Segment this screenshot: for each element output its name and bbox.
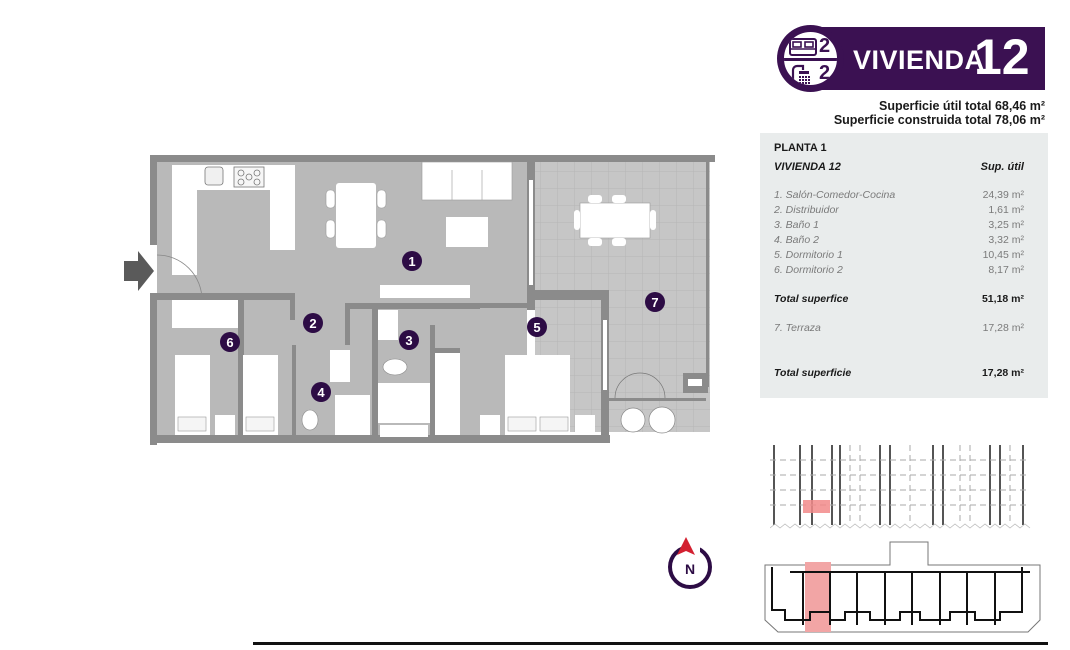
column-header: Sup. útil [980, 161, 1024, 173]
room-value: 3,25 m² [988, 219, 1024, 231]
room-value: 10,45 m² [982, 249, 1024, 261]
total-label: Total superficie [774, 367, 852, 379]
unit-badge: 2 2 VIVIENDA 12 [777, 25, 1045, 92]
subtotal-label: Total superfice [774, 293, 849, 305]
sofa [421, 161, 513, 201]
room-label: 6. Dormitorio 2 [774, 264, 843, 276]
badge-bar [807, 27, 1045, 90]
built-surface-total: Superficie construida total 78,06 m² [833, 113, 1045, 127]
subtotal-row: Total superfice 51,18 m² [774, 293, 1024, 305]
bed-icon [789, 38, 817, 56]
bathroom-count: 2 [819, 62, 831, 84]
useful-surface-total: Superficie útil total 68,46 m² [878, 99, 1045, 113]
room-label: 3. Baño 1 [774, 219, 819, 231]
key-plan [764, 541, 1041, 633]
room-marker-7: 7 [651, 295, 658, 310]
terrace-value: 17,28 m² [982, 322, 1024, 334]
unit-label: VIVIENDA 12 [774, 161, 841, 173]
surface-table: PLANTA 1 VIVIENDA 12 Sup. útil 1. Salón-… [760, 133, 1048, 398]
table-row: 5. Dormitorio 1 10,45 m² [774, 249, 1024, 261]
room-marker-6: 6 [226, 335, 233, 350]
unit-title: VIVIENDA [853, 45, 985, 75]
room-value: 24,39 m² [982, 189, 1024, 201]
table-row: 6. Dormitorio 2 8,17 m² [774, 264, 1024, 276]
subtotal-value: 51,18 m² [981, 293, 1024, 305]
entry-arrow-icon [124, 251, 154, 291]
table-row: 3. Baño 1 3,25 m² [774, 219, 1024, 231]
room-label: 2. Distribuidor [774, 204, 839, 216]
room-marker-5: 5 [533, 320, 540, 335]
svg-text:N: N [685, 561, 695, 577]
room-label: 4. Baño 2 [774, 234, 819, 246]
cooktop-icon [233, 166, 265, 188]
table-row: 2. Distribuidor 1,61 m² [774, 204, 1024, 216]
table-row: 1. Salón-Comedor-Cocina 24,39 m² [774, 189, 1024, 201]
room-label: 5. Dormitorio 1 [774, 249, 843, 261]
building-elevation [770, 445, 1031, 529]
unit-highlight [803, 500, 830, 513]
table-row: 4. Baño 2 3,32 m² [774, 234, 1024, 246]
room-marker-4: 4 [317, 385, 325, 400]
bedroom-count: 2 [819, 35, 831, 57]
coffee-table [446, 217, 488, 247]
room-value: 3,32 m² [988, 234, 1024, 246]
total-value: 17,28 m² [981, 367, 1024, 379]
room-marker-1: 1 [408, 254, 415, 269]
terrace-row: 7. Terraza 17,28 m² [774, 322, 1024, 334]
total-row: Total superficie 17,28 m² [774, 367, 1024, 379]
badge-divider [784, 58, 837, 61]
north-compass-icon: N [668, 537, 712, 589]
sink-icon [204, 166, 224, 186]
tv-unit [380, 285, 470, 298]
badge-circle: 2 2 [777, 25, 844, 92]
floor-label: PLANTA 1 [774, 142, 827, 154]
unit-number: 12 [974, 29, 1030, 85]
wardrobe [172, 300, 238, 328]
dining-table [336, 183, 376, 248]
bottom-rule [253, 642, 1048, 645]
room-marker-2: 2 [309, 316, 316, 331]
shower-icon [791, 64, 810, 85]
floor-plan: 1 2 3 4 5 6 7 [150, 155, 715, 445]
room-value: 1,61 m² [988, 204, 1024, 216]
room-marker-3: 3 [405, 333, 412, 348]
room-label: 1. Salón-Comedor-Cocina [774, 189, 896, 201]
terrace-label: 7. Terraza [774, 322, 821, 334]
room-value: 8,17 m² [988, 264, 1024, 276]
terrace-table [579, 202, 651, 239]
